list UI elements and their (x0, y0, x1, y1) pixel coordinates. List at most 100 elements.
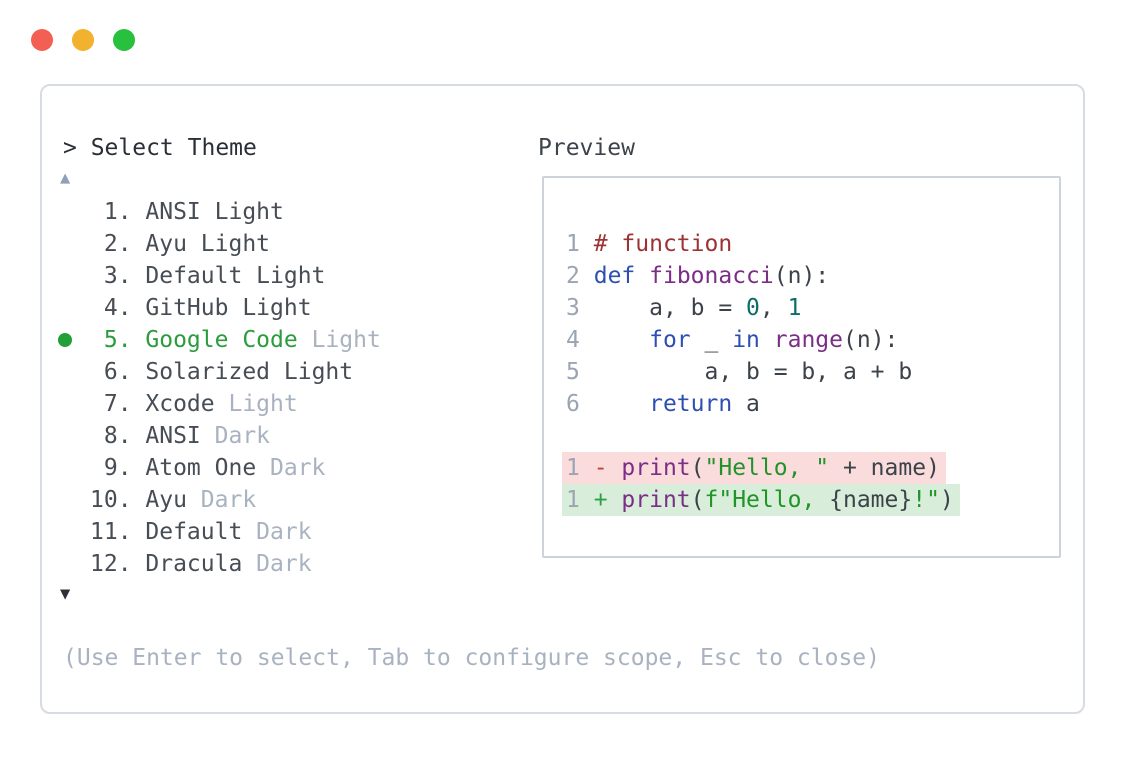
token-title: print (621, 455, 691, 481)
token-plain (635, 263, 649, 289)
item-label: 1. ANSI (90, 199, 215, 225)
theme-item-10[interactable]: 10. Ayu Dark (42, 484, 381, 516)
line-number: 2 (566, 263, 580, 289)
diff-sign-icon: + (579, 487, 622, 513)
item-label: 3. Default (90, 263, 257, 289)
item-label: 7. Xcode (90, 391, 229, 417)
item-label: 10. Ayu (90, 487, 201, 513)
theme-picker-dialog: > Select Theme ▲ 1. ANSI Light 2. Ayu Li… (40, 84, 1085, 714)
theme-item-9[interactable]: 9. Atom One Dark (42, 452, 381, 484)
item-variant: Light (214, 199, 284, 225)
scroll-down-icon[interactable]: ▼ (60, 584, 71, 604)
token-keyword: return (649, 391, 733, 417)
scroll-up-icon[interactable]: ▲ (60, 168, 71, 188)
token-keyword: for (649, 327, 691, 353)
item-variant: Dark (256, 551, 312, 577)
item-variant: Dark (270, 455, 326, 481)
line-number: 1 (566, 487, 580, 513)
traffic-light-close-button[interactable] (31, 29, 53, 51)
token-title: print (621, 487, 691, 513)
diff-sign-icon: - (579, 455, 622, 481)
theme-item-6[interactable]: 6. Solarized Light (42, 356, 381, 388)
token-plain: ( (690, 487, 705, 513)
token-plain: a, b = (593, 295, 747, 321)
token-keyword: def (593, 263, 636, 289)
theme-item-8[interactable]: 8. ANSI Dark (42, 420, 381, 452)
item-variant: Light (283, 359, 354, 385)
theme-item-1[interactable]: 1. ANSI Light (42, 196, 381, 228)
token-plain: + name) (829, 455, 940, 481)
theme-item-4[interactable]: 4. GitHub Light (42, 292, 381, 324)
diff-highlight-added: 1 + print(f"Hello, {name}!") (562, 484, 960, 516)
theme-item-3[interactable]: 3. Default Light (42, 260, 381, 292)
item-variant: Dark (214, 423, 271, 449)
item-label: 2. Ayu (90, 231, 201, 257)
line-number: 1 (566, 455, 580, 481)
token-plain (594, 327, 649, 353)
item-label: 6. Solarized (90, 359, 284, 385)
token-plain: , (759, 295, 788, 321)
item-label: 9. Atom One (90, 455, 271, 481)
token-plain (594, 391, 649, 417)
item-variant: Dark (200, 487, 257, 513)
code-line-2: 2 def fibonacci(n): (544, 260, 1059, 292)
theme-item-2[interactable]: 2. Ayu Light (42, 228, 381, 260)
item-variant: Dark (256, 519, 312, 545)
item-variant: Light (256, 263, 326, 289)
token-string: !" (912, 487, 940, 513)
item-label: 11. Default (90, 519, 257, 545)
token-plain: {name} (829, 487, 913, 513)
picker-prompt: > Select Theme (63, 135, 257, 161)
token-plain: (n): (773, 263, 830, 289)
token-comment: # function (593, 231, 733, 257)
traffic-lights (31, 29, 135, 51)
line-number: 1 (566, 231, 580, 257)
item-variant: Light (200, 231, 271, 257)
token-title: fibonacci (649, 263, 774, 289)
line-number: 6 (566, 391, 580, 417)
item-label: 4. GitHub (90, 295, 243, 321)
diff-line-added: 1 + print(f"Hello, {name}!") (544, 484, 1059, 516)
code-line-1: 1 # function (544, 228, 1059, 260)
line-number: 3 (566, 295, 580, 321)
theme-list: 1. ANSI Light 2. Ayu Light 3. Default Li… (42, 196, 381, 580)
theme-item-5[interactable]: 5. Google Code Light (42, 324, 381, 356)
line-number: 4 (566, 327, 580, 353)
selected-bullet-icon (58, 333, 72, 347)
item-gutter (58, 333, 90, 347)
theme-item-7[interactable]: 7. Xcode Light (42, 388, 381, 420)
item-variant: Light (311, 327, 381, 353)
item-variant: Light (242, 295, 312, 321)
token-string: "Hello, " (704, 455, 830, 481)
code-line-5: 5 a, b = b, a + b (544, 356, 1059, 388)
token-plain: (n): (843, 327, 899, 353)
token-title: range (773, 327, 844, 353)
diff-highlight-removed: 1 - print("Hello, " + name) (562, 452, 946, 484)
token-number: 0 (746, 295, 760, 321)
preview-label: Preview (538, 135, 635, 161)
token-plain: _ (690, 327, 733, 353)
token-plain: a (732, 391, 760, 417)
blank-line (544, 420, 1059, 452)
code-line-6: 6 return a (544, 388, 1059, 420)
traffic-light-zoom-button[interactable] (113, 29, 135, 51)
token-plain (760, 327, 774, 353)
traffic-light-minimize-button[interactable] (72, 29, 94, 51)
item-variant: Light (228, 391, 298, 417)
item-label: 12. Dracula (90, 551, 257, 577)
token-string: f"Hello, (704, 487, 830, 513)
line-number: 5 (566, 359, 580, 385)
token-number: 1 (787, 295, 802, 321)
token-plain: a, b = b, a + b (593, 359, 913, 385)
theme-item-11[interactable]: 11. Default Dark (42, 516, 381, 548)
diff-line-removed: 1 - print("Hello, " + name) (544, 452, 1059, 484)
theme-item-12[interactable]: 12. Dracula Dark (42, 548, 381, 580)
item-label: 5. Google Code (90, 327, 312, 353)
code-line-4: 4 for _ in range(n): (544, 324, 1059, 356)
keyboard-hint: (Use Enter to select, Tab to configure s… (63, 645, 880, 671)
item-label: 8. ANSI (90, 423, 215, 449)
token-keyword: in (732, 327, 760, 353)
token-plain: ) (939, 487, 954, 513)
